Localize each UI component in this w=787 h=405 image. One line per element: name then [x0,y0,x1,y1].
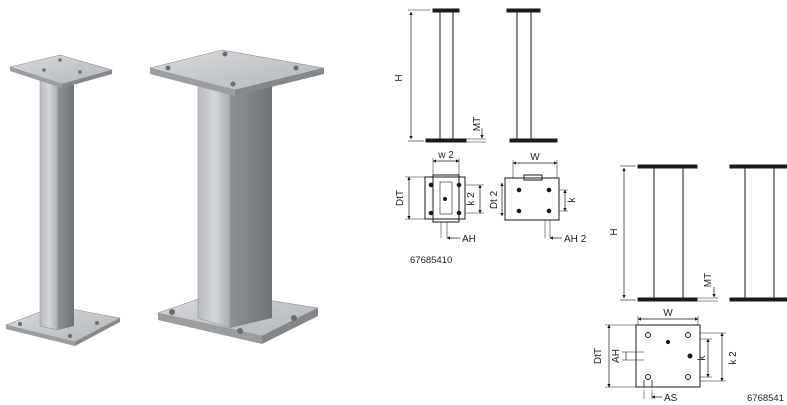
depth-label-large: DtT [593,348,604,364]
bolt-hole [222,51,228,57]
plate-thickness-label-large: MT [703,273,714,287]
article-number-small: 67685410 [410,255,452,266]
article-number-large: 6768541 [747,393,784,404]
bolt-hole [78,70,82,74]
hole-ah-label: AH [462,234,476,245]
k2-label-large: k 2 [728,351,739,365]
plan-view-w [500,160,568,240]
k2-label: k 2 [466,192,477,206]
hole-ah2-label: AH 2 [564,234,587,245]
bolt-hole [293,65,299,71]
side-view-large-2 [729,164,787,302]
width-label-large: W [663,308,673,319]
bolt-hole [18,322,22,326]
k-label-large: k [697,355,708,361]
width-w-label: W [530,152,540,163]
bolt-hole [42,68,46,72]
drawing-large [605,164,787,399]
drawing-small-labels: H MT w 2 W DtT Dt 2 k 2 k AH AH 2 676854… [394,74,587,266]
depth-dtt-label: DtT [395,190,406,206]
bolt-hole [291,315,297,321]
height-label: H [394,74,405,81]
small-post-photo [5,54,121,346]
drawing-small [405,8,568,240]
drawing-large-labels: H MT W DtT AH k k 2 AS 6768541 [593,228,784,404]
slot-as-label: AS [664,393,678,404]
depth-dt2-label: Dt 2 [489,190,500,209]
large-post-photo [149,49,325,344]
plate-thickness-label: MT [472,117,483,131]
bolt-hole [58,58,62,62]
bolt-hole [95,321,99,325]
k-label: k [567,197,578,203]
side-view-small [408,8,486,143]
side-view-small-2 [506,8,558,143]
side-view-large [620,164,718,302]
bolt-hole [169,309,175,315]
bolt-hole [165,65,171,71]
width-w2-label: w 2 [437,150,454,161]
hole-ah-label-large: AH [611,349,622,363]
plan-view-large [605,316,726,399]
bolt-hole [68,334,72,338]
bolt-hole [230,81,236,87]
bolt-hole [237,328,243,334]
height-label-large: H [609,228,620,235]
plan-view-w2 [405,158,484,240]
